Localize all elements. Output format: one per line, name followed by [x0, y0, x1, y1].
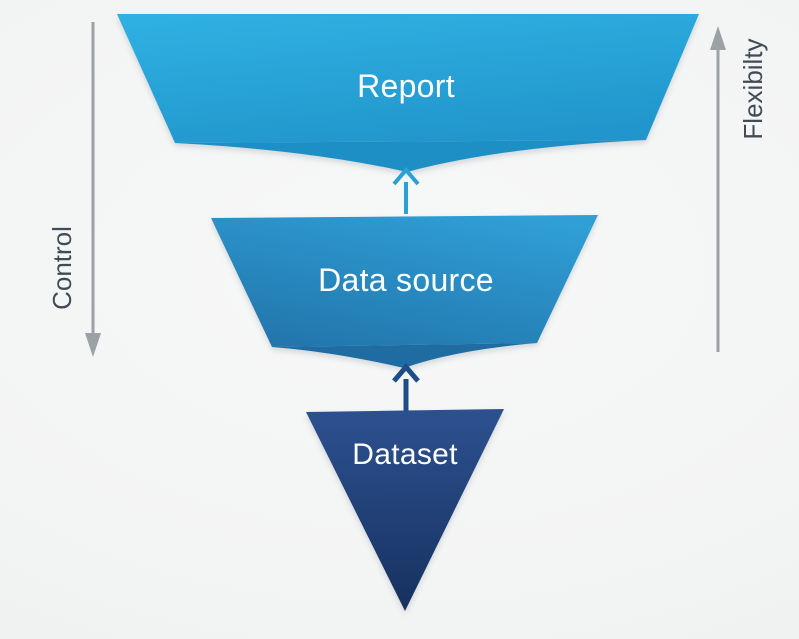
dataset-label: Dataset	[352, 438, 458, 471]
funnel-level-report	[117, 14, 699, 172]
funnel-level-data-source	[211, 215, 598, 368]
down-arrowhead-icon	[85, 333, 101, 357]
flexibility-axis-arrow	[710, 26, 726, 352]
data-source-label: Data source	[318, 262, 494, 298]
up-arrowhead-icon	[710, 26, 726, 50]
control-axis-arrow	[85, 22, 101, 357]
report-chevron	[175, 140, 646, 172]
funnel-level-dataset	[306, 409, 504, 611]
flexibility-axis-label: Flexibilty	[738, 38, 768, 140]
report-label: Report	[357, 68, 455, 104]
up-arrow-icon-teal	[392, 166, 420, 214]
data-source-chevron	[272, 343, 537, 368]
control-axis-label: Control	[47, 226, 77, 310]
up-arrow-icon-navy	[392, 363, 420, 412]
